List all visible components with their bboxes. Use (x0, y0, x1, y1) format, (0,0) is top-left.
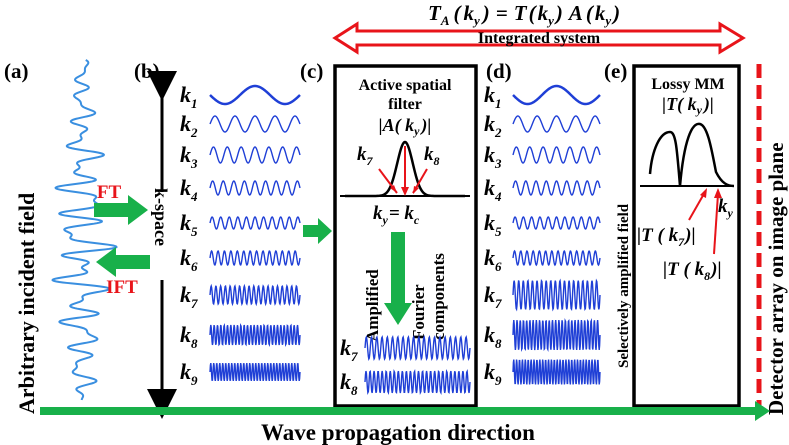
output-wave (512, 359, 601, 385)
output-k-label: k3 (484, 142, 502, 171)
kspace-wave (209, 362, 301, 382)
output-wave (512, 216, 601, 230)
amplified-wave (364, 335, 471, 361)
output-wave (512, 318, 601, 352)
amplified-k-label: k7 (340, 335, 358, 364)
integrated-system-arrow (332, 21, 746, 55)
fourier-label-line2: components (429, 253, 448, 340)
fourier-label-line1: Fourier (409, 284, 428, 340)
filter-title-line2: filter (388, 96, 422, 113)
svg-text:TA(ky)=T(ky)A(ky): TA(ky)=T(ky)A(ky) (428, 1, 620, 28)
output-k-label: k2 (484, 111, 502, 140)
kspace-k-label: k6 (180, 245, 198, 274)
to-filter-arrow (303, 218, 332, 244)
kspace-k-label: k9 (180, 359, 198, 388)
output-k-label: k6 (484, 245, 502, 274)
output-k-label: k1 (484, 82, 502, 111)
kspace-wave (209, 283, 301, 307)
t7-arrow (688, 191, 706, 221)
output-wave (512, 115, 601, 133)
output-wave (512, 278, 601, 312)
filter-a-label: |A( ky)| (379, 115, 432, 138)
kspace-k-label: k1 (180, 82, 198, 111)
ift-arrow (96, 247, 150, 277)
lossy-t8-label: |T ( k8)| (663, 259, 722, 283)
detector-label: Detector array on image plane (764, 142, 788, 415)
propagation-arrow (40, 401, 770, 421)
amplified-wave (364, 368, 471, 396)
transfer-equation: TA(ky)=T(ky)A(ky) (428, 1, 620, 28)
incident-field-label: Arbitrary incident field (14, 193, 39, 414)
output-k-label: k9 (484, 359, 502, 388)
active-filter-box (333, 64, 478, 408)
kspace-wave (209, 323, 301, 347)
selectively-amplified-label: Selectively amplified field (616, 203, 632, 368)
panel-letter-a: (a) (4, 59, 29, 83)
filter-kc-label: ky= kc (373, 203, 420, 227)
output-k-label: k5 (484, 210, 502, 239)
kspace-k-label: k5 (180, 210, 198, 239)
filter-gaussian-curve (345, 140, 465, 198)
kspace-wave (209, 180, 301, 196)
kspace-k-label: k4 (180, 175, 198, 204)
kspace-k-label: k8 (180, 322, 198, 351)
ft-arrow (94, 195, 148, 225)
kspace-wave (209, 115, 301, 133)
kspace-k-label: k3 (180, 142, 198, 171)
lossy-mm-box (632, 64, 741, 408)
lossy-t-label: |T( ky)| (662, 94, 714, 117)
lossy-t7-label: |T ( k7)| (637, 225, 696, 249)
lossy-ky-label: ky (718, 196, 734, 220)
output-wave (512, 84, 601, 106)
amplified-k-label: k8 (340, 369, 358, 398)
panel-letter-b: (b) (134, 59, 160, 83)
kspace-wave (209, 146, 301, 164)
kspace-label: k-space (151, 188, 171, 246)
panel-letter-c: (c) (300, 59, 323, 83)
kspace-k-label: k7 (180, 282, 198, 311)
output-k-label: k4 (484, 175, 502, 204)
panel-letter-e: (e) (604, 59, 627, 83)
amplified-label: Amplified (363, 269, 382, 342)
t8-arrow (713, 193, 719, 255)
kspace-wave (209, 84, 301, 106)
kspace-wave (209, 216, 301, 230)
lossy-mm-title: Lossy MM (651, 76, 724, 93)
output-wave (512, 146, 601, 164)
lossy-transmission-curve (648, 122, 735, 188)
output-k-label: k8 (484, 322, 502, 351)
filter-k8-label: k8 (424, 144, 440, 168)
ift-label: IFT (106, 277, 138, 298)
propagation-label: Wave propagation direction (261, 420, 535, 445)
kspace-k-label: k2 (180, 111, 198, 140)
output-wave (512, 180, 601, 196)
amplify-arrow (384, 232, 412, 325)
filter-k7-label: k7 (357, 144, 374, 168)
kspace-wave (209, 249, 301, 267)
output-wave (512, 249, 601, 267)
integrated-system-label: Integrated system (478, 30, 601, 47)
output-k-label: k7 (484, 282, 502, 311)
ft-label: FT (97, 182, 122, 203)
filter-title-line1: Active spatial (359, 77, 452, 94)
incident-field-wave (51, 59, 118, 401)
panel-letter-d: (d) (486, 59, 512, 83)
